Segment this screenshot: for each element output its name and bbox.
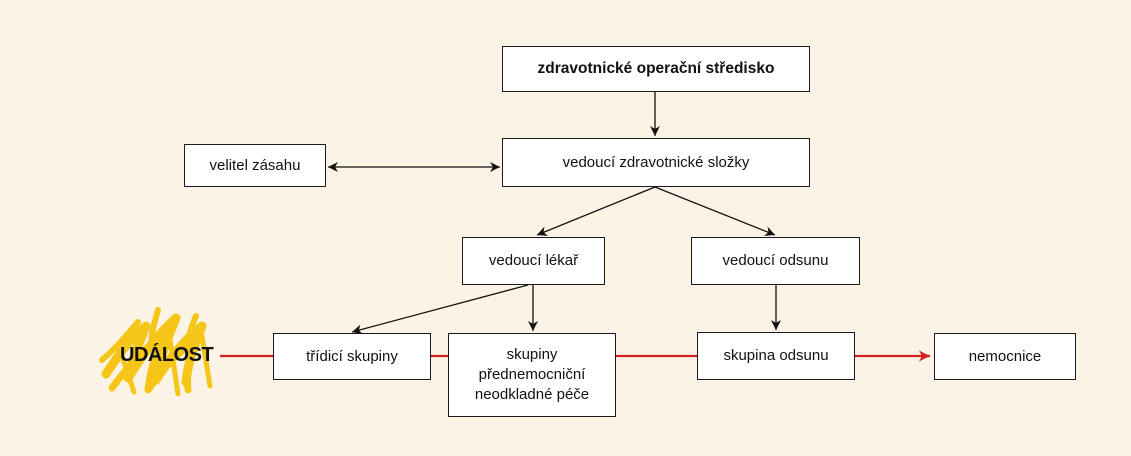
box-hospital: nemocnice: [934, 333, 1076, 380]
scribble-burst-icon: [99, 307, 213, 397]
box-incident-commander-label: velitel zásahu: [209, 156, 301, 174]
event-label: UDÁLOST: [120, 344, 214, 366]
box-incident-commander: velitel zásahu: [184, 144, 326, 187]
box-evacuation-group: skupina odsunu: [697, 332, 855, 380]
box-evacuation-lead-label: vedoucí odsunu: [722, 252, 829, 269]
box-prehospital-line-1: skupiny: [506, 346, 558, 363]
box-hospital-label: nemocnice: [968, 347, 1042, 365]
arrow-lead-doctor-to-triage: [351, 284, 529, 335]
box-evacuation-lead: vedoucí odsunu: [691, 237, 860, 285]
box-dispatch-center: zdravotnické operační středisko: [502, 46, 810, 92]
box-prehospital-line-3: neodkladné péče: [474, 386, 590, 403]
arrow-health-lead-to-lead-doctor: [536, 186, 656, 236]
box-health-component-lead-label: vedoucí zdravotnické složky: [562, 153, 750, 171]
box-triage-groups: třídicí skupiny: [273, 333, 431, 380]
box-evacuation-group-label: skupina odsunu: [723, 347, 829, 364]
box-health-component-lead: vedoucí zdravotnické složky: [502, 138, 810, 187]
box-triage-groups-label: třídicí skupiny: [306, 347, 398, 365]
box-prehospital-care-groups: skupiny přednemocniční neodkladné péče: [448, 333, 616, 417]
box-dispatch-center-label: zdravotnické operační středisko: [537, 60, 775, 77]
box-prehospital-line-2: přednemocniční: [478, 366, 586, 383]
arrow-health-lead-to-evac-lead: [654, 186, 776, 236]
box-lead-doctor-label: vedoucí lékař: [488, 252, 579, 269]
box-lead-doctor: vedoucí lékař: [462, 237, 605, 285]
